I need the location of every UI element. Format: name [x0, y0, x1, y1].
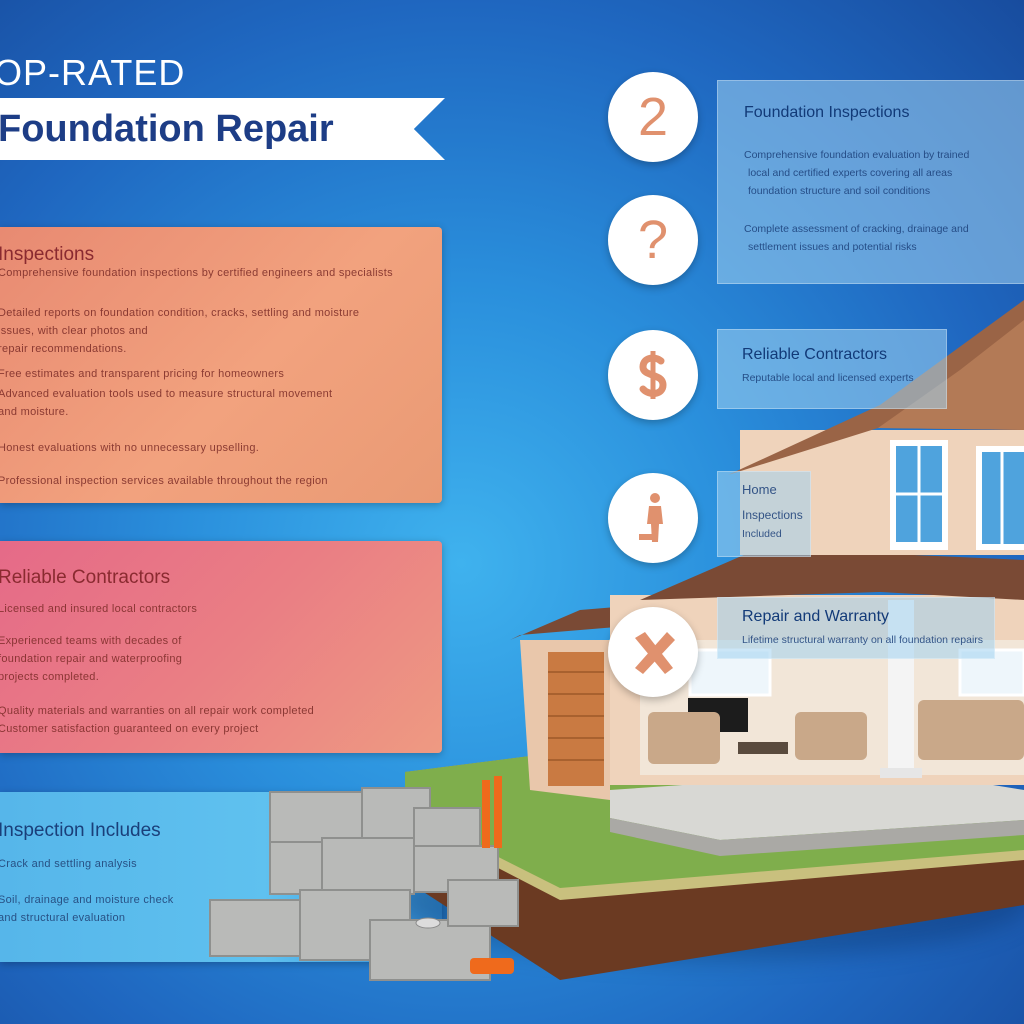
step-circle — [608, 607, 698, 697]
panel-line: Advanced evaluation tools used to measur… — [0, 388, 333, 400]
panel-line: Crack and settling analysis — [0, 858, 137, 870]
panel-line: Honest evaluations with no unnecessary u… — [0, 442, 260, 454]
panel-title: Reliable Contractors — [0, 567, 171, 588]
panel-line: Free estimates and transparent pricing f… — [0, 368, 285, 380]
panel-title: Inspections — [0, 244, 95, 265]
step-circle — [608, 330, 698, 420]
number-two-icon: 2 — [637, 87, 669, 147]
panel-line: foundation repair and waterproofing — [0, 653, 183, 665]
panel-line: Professional inspection services availab… — [0, 475, 328, 487]
info-line: foundation structure and soil conditions — [748, 185, 931, 197]
step-circle — [608, 473, 698, 563]
page-title: Foundation Repair — [0, 108, 334, 150]
step-circle: ? — [608, 195, 698, 285]
top-rated-heading: OP-RATED — [0, 52, 186, 93]
info-line: Lifetime structural warranty on all foun… — [742, 634, 984, 646]
info-box-warranty: Repair and Warranty Lifetime structural … — [717, 597, 995, 659]
info-box-inspections: Foundation Inspections Comprehensive fou… — [717, 80, 1024, 284]
panel-line: Licensed and insured local contractors — [0, 603, 198, 615]
info-line: local and certified experts covering all… — [748, 167, 953, 179]
panel-line: projects completed. — [0, 671, 100, 683]
panel-line: Soil, drainage and moisture check — [0, 894, 174, 906]
panel-line: Customer satisfaction guaranteed on ever… — [0, 723, 259, 735]
panel-line: Comprehensive foundation inspections by … — [0, 267, 393, 279]
info-box-contractors: Reliable Contractors Reputable local and… — [717, 329, 947, 409]
info-title: Repair and Warranty — [742, 608, 890, 625]
panel-title: Inspection Includes — [0, 820, 161, 841]
step-circle: 2 — [608, 72, 698, 162]
info-title: Reliable Contractors — [742, 346, 887, 363]
title-ribbon — [0, 98, 445, 160]
worker-icon — [639, 493, 663, 542]
info-line: Reputable local and licensed experts — [742, 372, 914, 384]
info-line: Comprehensive foundation evaluation by t… — [744, 149, 970, 161]
info-box-home: Home Inspections Included — [717, 471, 811, 557]
panel-line: and structural evaluation — [0, 912, 126, 924]
contractors-panel: Reliable Contractors Licensed and insure… — [0, 541, 442, 753]
panel-line: Experienced teams with decades of — [0, 635, 182, 647]
info-line: Complete assessment of cracking, drainag… — [744, 223, 969, 235]
inspections-panel: Inspections Comprehensive foundation ins… — [0, 227, 442, 503]
panel-line: and moisture. — [0, 406, 69, 418]
info-line: Inspections — [742, 508, 803, 522]
info-title: Foundation Inspections — [744, 104, 910, 121]
info-line: settlement issues and potential risks — [748, 241, 917, 253]
info-title: Home — [742, 482, 777, 497]
question-mark-icon: ? — [637, 210, 669, 270]
panel-line: repair recommendations. — [0, 343, 127, 355]
info-line: Included — [742, 528, 782, 540]
panel-line: Detailed reports on foundation condition… — [0, 307, 360, 319]
panel-line: Quality materials and warranties on all … — [0, 705, 315, 717]
dollar-sign-icon — [639, 351, 667, 399]
tools-icon — [635, 632, 675, 674]
panel-line: issues, with clear photos and — [0, 325, 148, 337]
